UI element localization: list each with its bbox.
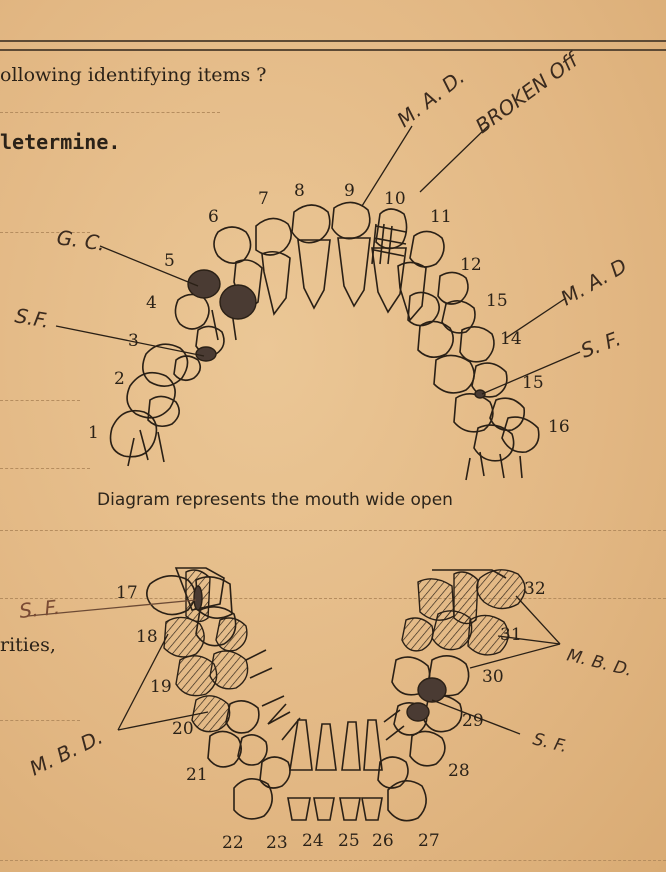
tooth-number-17: 17 (116, 583, 138, 603)
tooth-number-29: 29 (462, 711, 484, 731)
annotation-sf-lower-left: S. F. (18, 595, 61, 623)
annotation-mad-top: M. A. D. (392, 65, 469, 132)
tooth-number-14: 14 (500, 329, 522, 349)
tooth-number-16: 16 (548, 417, 570, 437)
annotation-gc: G. C. (55, 225, 106, 256)
annotation-broken-off: BROKEN Off (471, 46, 585, 138)
tooth-number-32: 32 (524, 579, 546, 599)
tooth-number-12: 12 (460, 255, 482, 275)
upper-arch (111, 202, 539, 480)
tooth-number-19: 19 (150, 677, 172, 697)
annotation-mad-right: M. A. D (557, 253, 631, 310)
tooth-number-23: 23 (266, 833, 288, 853)
tooth-number-26: 26 (372, 831, 394, 851)
tooth-number-31: 31 (500, 625, 522, 645)
tooth-number-27: 27 (418, 831, 440, 851)
tooth-number-1: 1 (88, 423, 99, 443)
tooth-number-6: 6 (208, 207, 219, 227)
tooth-number-8: 8 (294, 181, 305, 201)
annotation-mbd-right: M. B. D. (565, 645, 634, 680)
tooth-number-4: 4 (146, 293, 157, 313)
tooth-number-25: 25 (338, 831, 360, 851)
tooth-number-24: 24 (302, 831, 324, 851)
tooth-number-9: 9 (344, 181, 355, 201)
tooth-number-30: 30 (482, 667, 504, 687)
annotations: M. A. D. BROKEN Off G. C. S.F. M. A. D S… (13, 46, 634, 780)
tooth-number-13: 15 (486, 291, 508, 311)
tooth-number-21: 21 (186, 765, 208, 785)
tooth-number-10: 10 (384, 189, 406, 209)
tooth-number-22: 22 (222, 833, 244, 853)
tooth-number-20: 20 (172, 719, 194, 739)
tooth-number-7: 7 (258, 189, 269, 209)
tooth-number-28: 28 (448, 761, 470, 781)
tooth-number-5: 5 (164, 251, 175, 271)
upper-tooth-numbers: 1 2 3 4 5 6 7 8 9 10 11 12 15 14 15 16 (88, 181, 570, 443)
annotation-mbd-left: M. B. D. (26, 725, 107, 781)
annotation-sf-lower-right: S. F. (531, 729, 569, 757)
annotation-sf-upper-left: S.F. (13, 303, 51, 333)
tooth-number-18: 18 (136, 627, 158, 647)
tooth-number-2: 2 (114, 369, 125, 389)
tooth-number-11: 11 (430, 207, 452, 227)
annotation-sf-upper-right: S. F. (578, 326, 624, 362)
